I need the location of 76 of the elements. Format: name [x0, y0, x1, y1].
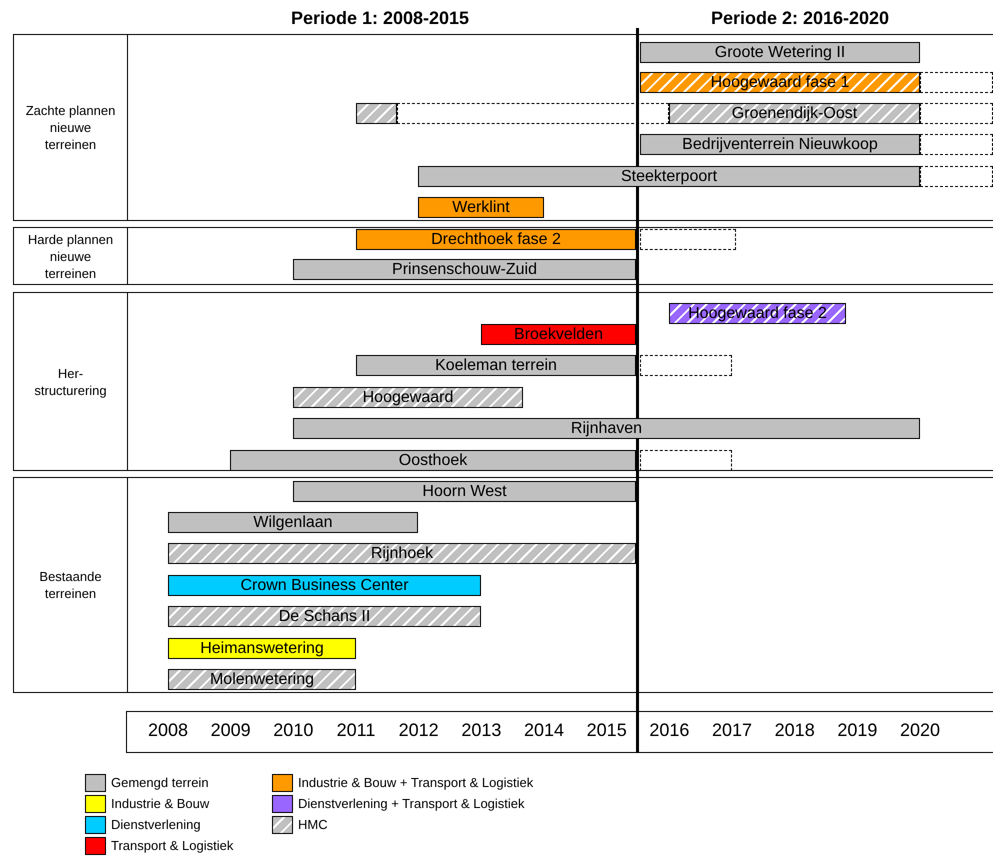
year-label: 2008	[146, 720, 190, 741]
legend-label: Gemengd terrein	[111, 775, 209, 790]
legend-label: Transport & Logistiek	[111, 838, 234, 853]
swimlane-band	[13, 292, 993, 471]
timeline-bar	[168, 512, 418, 533]
bar-label: Broekvelden	[514, 326, 603, 344]
dashed-outline-bar	[920, 72, 993, 93]
lane-label: Zachte plannen nieuwe terreinen	[26, 102, 116, 153]
year-label: 2018	[774, 720, 816, 741]
dashed-outline-bar	[640, 450, 732, 471]
year-label: 2012	[398, 720, 440, 741]
dashed-outline-bar	[920, 134, 993, 155]
year-label: 2014	[522, 720, 566, 741]
timeline-bar	[640, 134, 920, 155]
bar-label: Bedrijventerrein Nieuwkoop	[682, 136, 878, 154]
legend-label: HMC	[298, 817, 328, 832]
hatched-timeline-bar	[168, 606, 481, 627]
bar-label: Oosthoek	[398, 452, 468, 470]
legend-label: Dienstverlening	[111, 817, 201, 832]
year-label: 2019	[836, 720, 878, 741]
lane-label: Harde plannen nieuwe terreinen	[26, 230, 114, 282]
hatched-timeline-bar	[168, 669, 356, 690]
timeline-bar	[640, 42, 920, 63]
bar-label: Wilgenlaan	[253, 514, 333, 532]
timeline-bar	[230, 450, 636, 471]
year-label: 2011	[336, 720, 376, 741]
year-label: 2017	[710, 720, 754, 741]
bar-label: Rijnhoek	[370, 544, 434, 562]
year-label: 2016	[648, 720, 690, 741]
hatched-timeline-bar	[669, 103, 920, 124]
legend-label: Industrie & Bouw	[111, 796, 210, 811]
bar-label: Groenendijk-Oost	[732, 104, 858, 122]
swimlane-band	[13, 34, 993, 221]
hatched-timeline-bar	[168, 543, 636, 564]
lane-label: Her- structurering	[33, 364, 108, 398]
bar-label: Prinsenschouw-Zuid	[392, 260, 537, 278]
legend-label: Dienstverlening + Transport & Logistiek	[298, 796, 525, 811]
timeline-bar	[356, 355, 636, 376]
swimlane-band	[13, 227, 993, 285]
period-heading: Periode 1: 2008-2015	[290, 8, 470, 29]
hatched-timeline-bar	[356, 103, 397, 124]
timeline-bar	[293, 481, 636, 502]
bar-label: Molenwetering	[210, 670, 314, 688]
timeline-bar	[356, 229, 636, 250]
legend-label: Industrie & Bouw + Transport & Logistiek	[298, 775, 534, 790]
period-heading: Periode 2: 2016-2020	[710, 8, 890, 29]
timeline-bar	[293, 418, 920, 439]
hatched-timeline-bar	[293, 387, 523, 408]
year-label: 2013	[460, 720, 502, 741]
bar-label: Drechthoek fase 2	[431, 230, 561, 248]
year-label: 2009	[210, 720, 252, 741]
bar-label: Steekterpoort	[620, 168, 718, 186]
year-label: 2010	[272, 720, 314, 741]
timeline-bar	[418, 166, 920, 187]
timeline-bar	[418, 197, 544, 218]
swimlane-band	[13, 477, 993, 693]
bar-label: Werklint	[452, 198, 510, 216]
timeline-bar	[168, 638, 356, 659]
dashed-outline-bar	[920, 166, 993, 187]
bar-label: Rijnhaven	[570, 420, 642, 438]
bar-label: Hoogewaard	[362, 388, 454, 406]
bar-label: Groote Wetering II	[714, 44, 846, 62]
dashed-outline-bar	[640, 229, 736, 250]
bar-label: De Schans II	[278, 608, 370, 626]
bar-label: Crown Business Center	[240, 576, 409, 594]
dashed-outline-bar	[640, 355, 732, 376]
lane-label: Bestaande terreinen	[38, 568, 103, 602]
timeline-bar	[293, 259, 636, 280]
year-label: 2020	[899, 720, 942, 741]
timeline-bar	[481, 324, 636, 345]
bar-label: Koeleman terrein	[435, 356, 557, 374]
year-label: 2015	[586, 720, 628, 741]
bar-label: Heimanswetering	[200, 640, 324, 658]
bar-label: Hoorn West	[422, 482, 507, 500]
timeline-bar	[168, 575, 481, 596]
dashed-outline-bar	[920, 103, 993, 124]
